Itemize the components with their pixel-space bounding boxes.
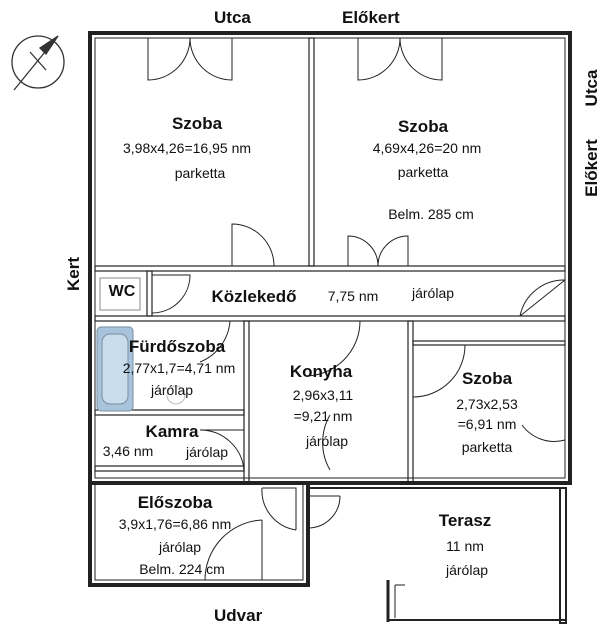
- room-dimensions: 3,98x4,26=16,95 nm: [122, 140, 252, 156]
- room-dimensions: 2,77x1,7=4,71 nm: [122, 360, 236, 376]
- room-dimensions: 3,9x1,76=6,86 nm: [118, 516, 232, 532]
- room-floor: parketta: [461, 439, 513, 455]
- bathtub-icon: [96, 326, 134, 412]
- room-dimensions: 4,69x4,26=20 nm: [372, 140, 482, 156]
- room-floor: parketta: [397, 164, 449, 180]
- room-floor: járólap: [185, 444, 229, 460]
- edge-label-yard: Udvar: [214, 606, 263, 625]
- room-floor: járólap: [445, 562, 489, 578]
- edge-label-front-garden-right: Előkert: [582, 139, 601, 197]
- room-dimensions: 2,96x3,11: [292, 387, 354, 403]
- room-name: Kamra: [145, 422, 199, 441]
- edge-label-street: Utca: [214, 8, 251, 27]
- room-name: Konyha: [289, 362, 353, 381]
- room-name: Szoba: [461, 369, 513, 388]
- room-name: Terasz: [438, 511, 492, 530]
- room-dimensions: 2,73x2,53: [456, 396, 518, 412]
- room-name: Közlekedő: [211, 287, 297, 306]
- toilet-icon: [99, 277, 141, 311]
- room-floor: járólap: [158, 539, 202, 555]
- room-area: =9,21 nm: [293, 408, 353, 424]
- room-name: Szoba: [397, 117, 449, 136]
- room-area: 3,46 nm: [102, 443, 154, 459]
- room-name: Szoba: [171, 114, 223, 133]
- outer-walls: [88, 31, 572, 587]
- room-area: =6,91 nm: [457, 416, 517, 432]
- room-floor: járólap: [305, 433, 349, 449]
- room-area: 11 nm: [446, 538, 484, 554]
- room-floor: járólap: [150, 382, 194, 398]
- room-floor: parketta: [174, 165, 226, 181]
- door-swings: [147, 37, 566, 581]
- edge-label-street-right: Utca: [582, 69, 601, 107]
- edge-label-front-garden: Előkert: [342, 8, 400, 27]
- room-area: 7,75 nm: [327, 288, 379, 304]
- room-name: WC: [108, 283, 136, 300]
- room-floor: járólap: [411, 285, 455, 301]
- edge-label-garden: Kert: [64, 257, 83, 292]
- room-ceiling-height: Belm. 285 cm: [388, 206, 474, 222]
- terrace-railing: [308, 487, 567, 624]
- room-ceiling-height: Belm. 224 cm: [139, 561, 225, 577]
- room-name: Fürdőszoba: [128, 337, 226, 356]
- room-name: Előszoba: [137, 493, 213, 512]
- north-arrow-icon: [11, 35, 65, 91]
- sink-icon: [166, 385, 186, 405]
